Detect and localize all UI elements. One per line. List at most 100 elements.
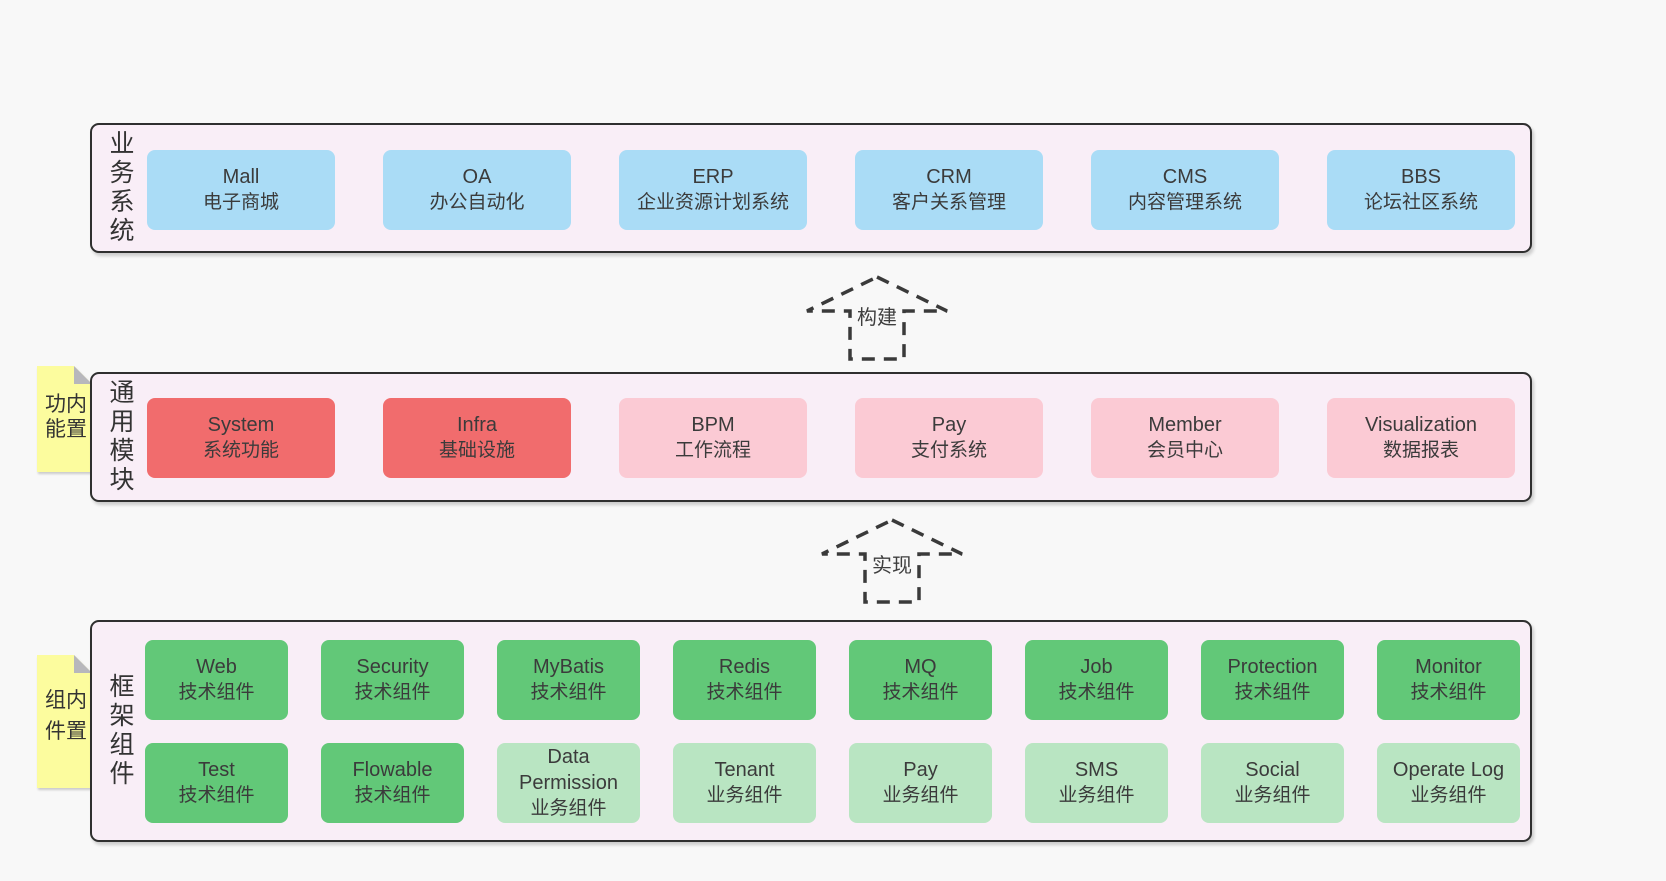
box-infra: Infra 基础设施	[383, 398, 571, 478]
box-title: Member	[1148, 414, 1222, 436]
box-pay-business: Pay 业务组件	[849, 743, 992, 823]
arrow-label-build: 构建	[854, 305, 900, 331]
box-subtitle: 技术组件	[354, 682, 431, 703]
box-subtitle: 技术组件	[178, 785, 255, 806]
box-subtitle: 技术组件	[1410, 682, 1487, 703]
box-subtitle: 业务组件	[1058, 785, 1135, 806]
box-title: Redis	[718, 656, 771, 678]
sticky-note-built-in-components: 内置组件	[37, 655, 92, 788]
section-label-business-systems: 业务系统	[106, 130, 134, 246]
box-subtitle: 企业资源计划系统	[636, 192, 789, 213]
box-subtitle: 技术组件	[706, 682, 783, 703]
box-bpm: BPM 工作流程	[619, 398, 807, 478]
box-title: Infra	[456, 414, 498, 436]
box-title: MyBatis	[532, 656, 605, 678]
box-mybatis: MyBatis 技术组件	[497, 640, 640, 720]
box-cms: CMS 内容管理系统	[1091, 150, 1279, 230]
section-framework-components: 框架组件 Web 技术组件 Security 技术组件 MyBatis 技术组件…	[90, 620, 1532, 842]
box-redis: Redis 技术组件	[673, 640, 816, 720]
box-erp: ERP 企业资源计划系统	[619, 150, 807, 230]
box-subtitle: 支付系统	[910, 440, 987, 461]
box-subtitle: 数据报表	[1382, 440, 1459, 461]
box-bbs: BBS 论坛社区系统	[1327, 150, 1515, 230]
box-title: ERP	[692, 166, 734, 188]
box-subtitle: 技术组件	[354, 785, 431, 806]
box-title: Pay	[931, 414, 967, 436]
section-business-systems: 业务系统 Mall 电子商城 OA 办公自动化 ERP 企业资源计划系统 CRM…	[90, 123, 1532, 253]
framework-box-row-1: Web 技术组件 Security 技术组件 MyBatis 技术组件 Redi…	[145, 640, 1520, 720]
box-subtitle: 办公自动化	[429, 192, 525, 213]
box-subtitle: 客户关系管理	[891, 192, 1006, 213]
box-subtitle: 技术组件	[530, 682, 607, 703]
box-visualization: Visualization 数据报表	[1327, 398, 1515, 478]
box-title: BBS	[1400, 166, 1442, 188]
box-title: Web	[196, 656, 237, 678]
box-subtitle: 技术组件	[882, 682, 959, 703]
box-subtitle: 基础设施	[438, 440, 515, 461]
sticky-paper	[37, 655, 92, 788]
box-title: MQ	[904, 656, 937, 678]
box-title: Mall	[222, 166, 260, 188]
box-mall: Mall 电子商城	[147, 150, 335, 230]
box-monitor: Monitor 技术组件	[1377, 640, 1520, 720]
box-subtitle: 电子商城	[202, 192, 279, 213]
box-title: Test	[198, 759, 235, 781]
box-subtitle: 业务组件	[706, 785, 783, 806]
section-label-framework-components: 框架组件	[106, 673, 134, 789]
sticky-note-label: 内置功能	[42, 392, 87, 443]
business-box-row: Mall 电子商城 OA 办公自动化 ERP 企业资源计划系统 CRM 客户关系…	[147, 150, 1515, 230]
box-subtitle: 会员中心	[1146, 440, 1223, 461]
box-security: Security 技术组件	[321, 640, 464, 720]
box-operate-log: Operate Log 业务组件	[1377, 743, 1520, 823]
box-flowable: Flowable 技术组件	[321, 743, 464, 823]
box-title: Flowable	[352, 759, 433, 781]
box-subtitle: 技术组件	[1234, 682, 1311, 703]
box-title: Pay	[903, 759, 938, 781]
box-pay: Pay 支付系统	[855, 398, 1043, 478]
box-crm: CRM 客户关系管理	[855, 150, 1043, 230]
box-title: OA	[462, 166, 492, 188]
box-subtitle: 业务组件	[882, 785, 959, 806]
box-title: System	[207, 414, 275, 436]
box-web: Web 技术组件	[145, 640, 288, 720]
box-job: Job 技术组件	[1025, 640, 1168, 720]
box-subtitle: 工作流程	[674, 440, 751, 461]
box-subtitle: 内容管理系统	[1127, 192, 1242, 213]
box-member: Member 会员中心	[1091, 398, 1279, 478]
box-subtitle: 业务组件	[1234, 785, 1311, 806]
box-data-permission: Data Permission 业务组件	[497, 743, 640, 823]
box-oa: OA 办公自动化	[383, 150, 571, 230]
box-title: CRM	[926, 166, 972, 188]
sticky-note-label: 内置组件	[42, 688, 87, 751]
sticky-note-built-in-features: 内置功能	[37, 366, 92, 472]
box-title: BPM	[691, 414, 735, 436]
box-title: Security	[356, 656, 429, 678]
box-title: Operate Log	[1392, 759, 1505, 781]
box-social: Social 业务组件	[1201, 743, 1344, 823]
section-common-modules: 通用模块 System 系统功能 Infra 基础设施 BPM 工作流程 Pay…	[90, 372, 1532, 502]
box-title: Job	[1080, 656, 1113, 678]
box-title: Tenant	[714, 759, 775, 781]
box-tenant: Tenant 业务组件	[673, 743, 816, 823]
box-test: Test 技术组件	[145, 743, 288, 823]
box-title: Visualization	[1365, 414, 1477, 436]
box-subtitle: 技术组件	[178, 682, 255, 703]
box-protection: Protection 技术组件	[1201, 640, 1344, 720]
box-title: Social	[1245, 759, 1300, 781]
box-mq: MQ 技术组件	[849, 640, 992, 720]
box-system: System 系统功能	[147, 398, 335, 478]
box-title: SMS	[1074, 759, 1119, 781]
box-title: Data Permission	[519, 746, 618, 794]
box-subtitle: 业务组件	[1410, 785, 1487, 806]
box-title: Protection	[1227, 656, 1318, 678]
box-sms: SMS 业务组件	[1025, 743, 1168, 823]
box-subtitle: 业务组件	[530, 798, 607, 819]
framework-box-row-2: Test 技术组件 Flowable 技术组件 Data Permission …	[145, 743, 1520, 823]
section-label-common-modules: 通用模块	[106, 379, 134, 495]
box-title: Monitor	[1415, 656, 1482, 678]
box-subtitle: 技术组件	[1058, 682, 1135, 703]
arrow-label-implement: 实现	[869, 553, 915, 579]
box-subtitle: 系统功能	[202, 440, 279, 461]
box-subtitle: 论坛社区系统	[1363, 192, 1478, 213]
